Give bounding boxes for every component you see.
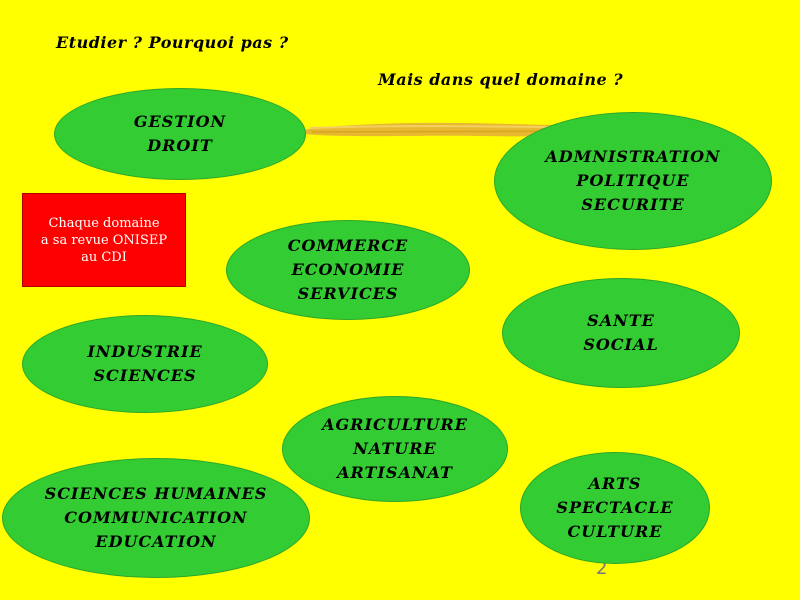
domain-line: INDUSTRIE [87, 342, 203, 361]
domain-line: ADMNISTRATION [545, 147, 721, 166]
domain-line: ECONOMIE [291, 260, 405, 279]
note-line: Chaque domaine [48, 215, 160, 231]
note-line: au CDI [81, 249, 127, 265]
domain-bubble-gestion-droit: GESTION DROIT [54, 88, 306, 180]
domain-line: SECURITE [581, 195, 685, 214]
slide-title: Etudier ? Pourquoi pas ? [56, 33, 289, 52]
domain-line: ARTS [588, 474, 642, 493]
domain-bubble-agriculture: AGRICULTURE NATURE ARTISANAT [282, 396, 508, 502]
domain-line: SCIENCES HUMAINES [44, 484, 268, 503]
domain-line: NATURE [353, 439, 437, 458]
domain-line: CULTURE [567, 522, 663, 541]
domain-bubble-commerce: COMMERCE ECONOMIE SERVICES [226, 220, 470, 320]
domain-bubble-industrie: INDUSTRIE SCIENCES [22, 315, 268, 413]
domain-line: ARTISANAT [337, 463, 453, 482]
domain-line: COMMUNICATION [64, 508, 248, 527]
domain-bubble-administration: ADMNISTRATION POLITIQUE SECURITE [494, 112, 772, 250]
domain-bubble-sante-social: SANTE SOCIAL [502, 278, 740, 388]
domain-line: EDUCATION [95, 532, 217, 551]
domain-line: AGRICULTURE [322, 415, 468, 434]
domain-line: SOCIAL [583, 335, 659, 354]
domain-line: GESTION [133, 112, 227, 131]
domain-line: COMMERCE [287, 236, 409, 255]
domain-line: SERVICES [297, 284, 399, 303]
page-number: 2 [596, 558, 608, 579]
domain-bubble-sciences-humaines: SCIENCES HUMAINES COMMUNICATION EDUCATIO… [2, 458, 310, 578]
note-line: a sa revue ONISEP [40, 232, 168, 248]
domain-line: SPECTACLE [556, 498, 674, 517]
domain-line: SCIENCES [93, 366, 197, 385]
domain-line: SANTE [587, 311, 655, 330]
slide-subtitle: Mais dans quel domaine ? [378, 70, 624, 89]
domain-line: POLITIQUE [576, 171, 690, 190]
domain-line: DROIT [147, 136, 213, 155]
onisep-note-box: Chaque domaine a sa revue ONISEP au CDI [22, 193, 186, 287]
domain-bubble-arts: ARTS SPECTACLE CULTURE [520, 452, 710, 564]
